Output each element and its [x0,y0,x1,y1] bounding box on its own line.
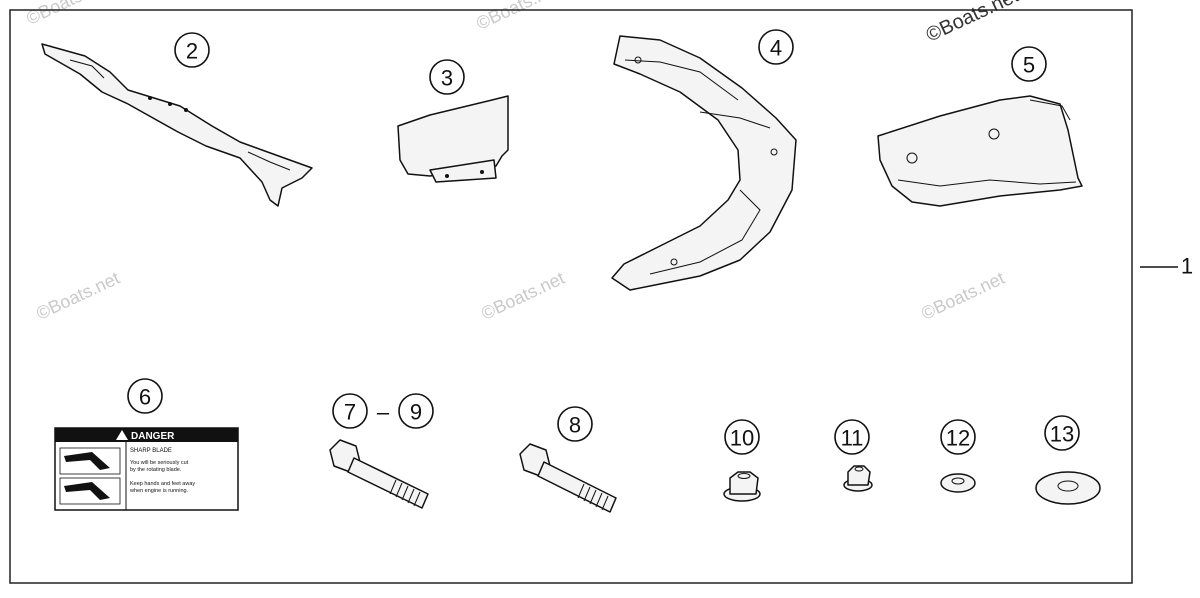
part-12-washer [940,473,976,493]
part-5-shield [877,95,1083,207]
watermarks: ©Boats.net ©Boats.net ©Boats.net ©Boats.… [23,0,1022,324]
callout-8: 8 [569,413,581,438]
decal-line-1: You will be seriously cut [130,460,189,466]
kit-border [9,9,1133,584]
callout-12-circle [940,419,976,455]
decal-line-4: when engine is running. [129,488,189,494]
callout-13: 13 [1050,422,1074,447]
watermark-6: ©Boats.net [923,0,1023,47]
watermark-1: ©Boats.net [23,0,112,29]
part-10-nut [723,471,761,502]
watermark-2: ©Boats.net [473,0,562,34]
callout-6-circle [127,378,163,414]
callout-3-circle [429,59,465,95]
callout-5: 5 [1023,53,1035,78]
warning-triangle-icon [116,430,128,440]
callout-6: 6 [139,385,151,410]
callout-3: 3 [441,66,453,91]
part-6-danger-decal: DANGER SHARP BLADE You will be seriously… [54,427,239,511]
part-2-blade [41,43,313,207]
callout-11: 11 [841,426,864,451]
callout-4-circle [758,29,794,65]
decal-header-bar [55,428,238,442]
callout-13-circle [1044,415,1080,451]
callout-8-circle [557,406,593,442]
callout-9-circle [398,393,434,429]
callout-2-circle [174,32,210,68]
callout-1: 1 [1181,254,1193,279]
part-3-plate [397,95,509,183]
watermark-5: ©Boats.net [918,268,1007,324]
part-11-nut [843,465,873,492]
callout-9: 9 [410,400,422,425]
decal-title: SHARP BLADE [130,448,172,454]
part-8-bolt [519,443,617,513]
callout-4: 4 [770,36,782,61]
part-13-washer [1035,471,1101,505]
watermark-3: ©Boats.net [33,268,122,324]
callout-2: 2 [186,39,198,64]
callout-7: 7 [344,400,356,425]
part-7-9-bolt [329,439,429,509]
callout-11-circle [834,419,870,455]
callout-5-circle [1011,46,1047,82]
callout-10: 10 [730,426,754,451]
decal-header: DANGER [131,431,175,442]
decal-line-3: Keep hands and feet away [130,481,195,487]
decal-line-2: by the rotating blade. [130,467,182,473]
watermark-4: ©Boats.net [478,268,567,324]
callout-range-dash: – [377,400,390,425]
part-4-baffle [611,35,797,291]
callout-10-circle [724,419,760,455]
callout-7-circle [332,393,368,429]
hand-blade-pictogram [59,447,121,505]
callout-12: 12 [946,426,970,451]
